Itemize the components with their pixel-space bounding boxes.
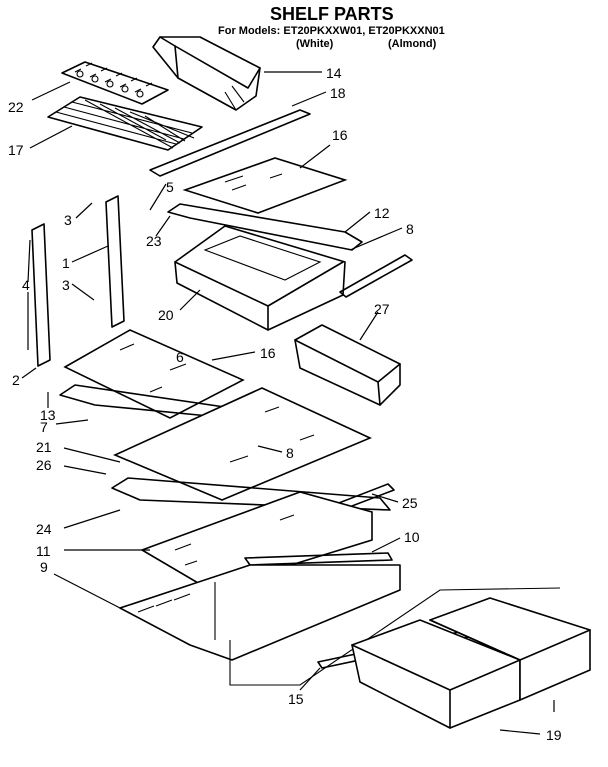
callout-22: 22 [8,99,24,115]
callout-8-upper: 8 [406,221,414,237]
callout-10: 10 [404,529,420,545]
callout-19: 19 [546,727,562,743]
callout-3-lower: 3 [62,277,70,293]
callout-4: 4 [22,277,30,293]
callout-23: 23 [146,233,162,249]
part-16-glass-shelf-top [182,157,348,214]
callout-7: 7 [40,419,48,435]
white-label: (White) [296,38,334,50]
callout-18: 18 [330,85,346,101]
callout-16-lower: 16 [260,345,276,361]
leader-lines [21,71,555,735]
callout-2: 2 [12,372,20,388]
part-14-bin [152,36,261,111]
callout-14: 14 [326,65,342,81]
callout-6: 6 [176,349,184,365]
callout-13: 13 [40,407,56,423]
callout-17: 17 [8,142,24,158]
part-8-rail-upper [339,254,413,298]
callout-25: 25 [402,495,418,511]
part-20-meat-pan [174,225,346,331]
callout-16-top: 16 [332,127,348,143]
part-10-rail [244,552,393,566]
callout-8-lower: 8 [286,445,294,461]
part-12-frame [167,203,363,251]
part-17-wire-shelf [47,96,203,151]
models-line: For Models: ET20PKXXW01, ET20PKXXN01 [218,25,445,37]
part-27-bin [294,324,401,406]
part-22-egg-tray [61,61,169,105]
callout-15: 15 [288,691,304,707]
callout-11: 11 [36,543,51,559]
callout-21: 21 [36,439,52,455]
part-24-frame [111,477,391,511]
part-19-crisper-right [429,597,591,701]
callout-12: 12 [374,205,390,221]
almond-label: (Almond) [388,38,437,50]
part-9-cover [119,564,401,661]
callout-5: 5 [166,179,174,195]
diagram-title: SHELF PARTS [270,4,394,24]
callout-24: 24 [36,521,52,537]
callout-9: 9 [40,559,48,575]
callout-1: 1 [62,255,70,271]
part-4-rail [31,223,51,367]
callout-26: 26 [36,457,52,473]
part-1-rail [105,195,125,328]
enclosure-lines [214,582,561,686]
callout-numbers: 22 17 14 18 16 5 3 23 12 8 1 4 3 20 27 6… [8,65,562,743]
part-18-rail [149,109,311,177]
part-6-glass-shelf [63,329,245,419]
part-21-glass-shelf [113,387,372,501]
callout-20: 20 [158,307,174,323]
callout-27: 27 [374,301,390,317]
callout-3-top: 3 [64,212,72,228]
